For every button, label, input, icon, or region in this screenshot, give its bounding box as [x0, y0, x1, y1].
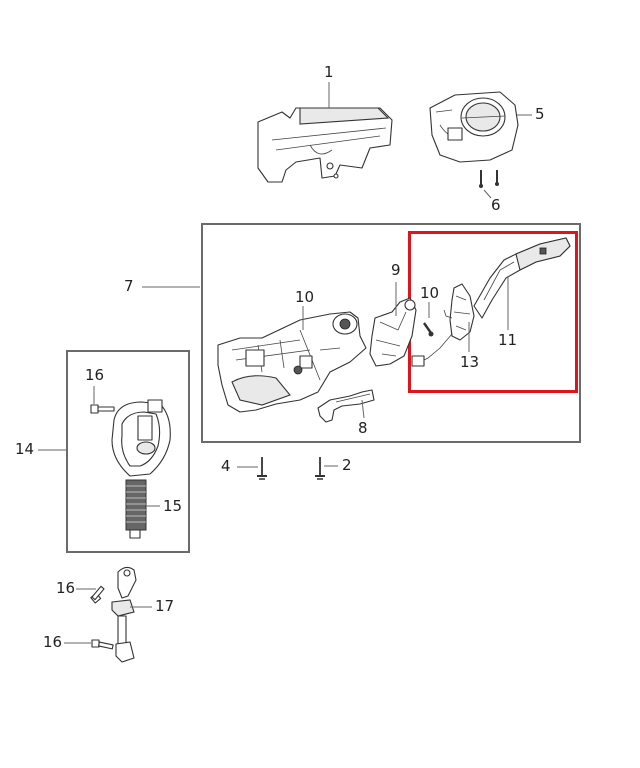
callout-13: 13 — [460, 353, 480, 371]
boot-bellows — [125, 479, 147, 531]
part-13-clockspring — [411, 283, 475, 367]
assembly-7-frame — [201, 223, 581, 443]
part-16-bolt-a — [90, 404, 115, 414]
callout-16-box: 16 — [85, 366, 105, 384]
part-11-lever — [473, 237, 571, 319]
assembly-14-frame — [66, 350, 190, 553]
part-5-shroud — [429, 91, 519, 163]
part-17-ujoint — [111, 566, 137, 663]
part-16-bolt-b — [90, 585, 105, 604]
part-9-bracket — [369, 297, 417, 367]
leader-6 — [483, 189, 492, 199]
callout-10-screw: 10 — [420, 284, 440, 302]
callout-6: 6 — [491, 196, 501, 214]
callout-11: 11 — [498, 331, 518, 349]
part-8-switch — [317, 389, 375, 423]
callout-7: 7 — [124, 277, 134, 295]
part-16-bolt-c — [91, 639, 114, 650]
callout-10-column: 10 — [295, 288, 315, 306]
callout-4: 4 — [221, 457, 231, 475]
callout-16-lower: 16 — [43, 633, 63, 651]
part-10-screw — [423, 322, 434, 337]
part-2-bolt — [315, 457, 325, 480]
part-15-shaft — [111, 399, 171, 539]
leader-8 — [361, 399, 365, 419]
callout-5: 5 — [535, 105, 545, 123]
part-6-screws — [479, 170, 499, 188]
callout-16-upper: 16 — [56, 579, 76, 597]
part-10-column — [217, 311, 367, 413]
part-1-bracket — [257, 107, 393, 183]
part-4-bolt — [257, 457, 267, 480]
callout-1: 1 — [324, 63, 334, 81]
callout-17: 17 — [155, 597, 175, 615]
callout-14: 14 — [15, 440, 35, 458]
callout-9: 9 — [391, 261, 401, 279]
callout-8: 8 — [358, 419, 368, 437]
callout-15: 15 — [163, 497, 183, 515]
callout-2: 2 — [342, 456, 352, 474]
